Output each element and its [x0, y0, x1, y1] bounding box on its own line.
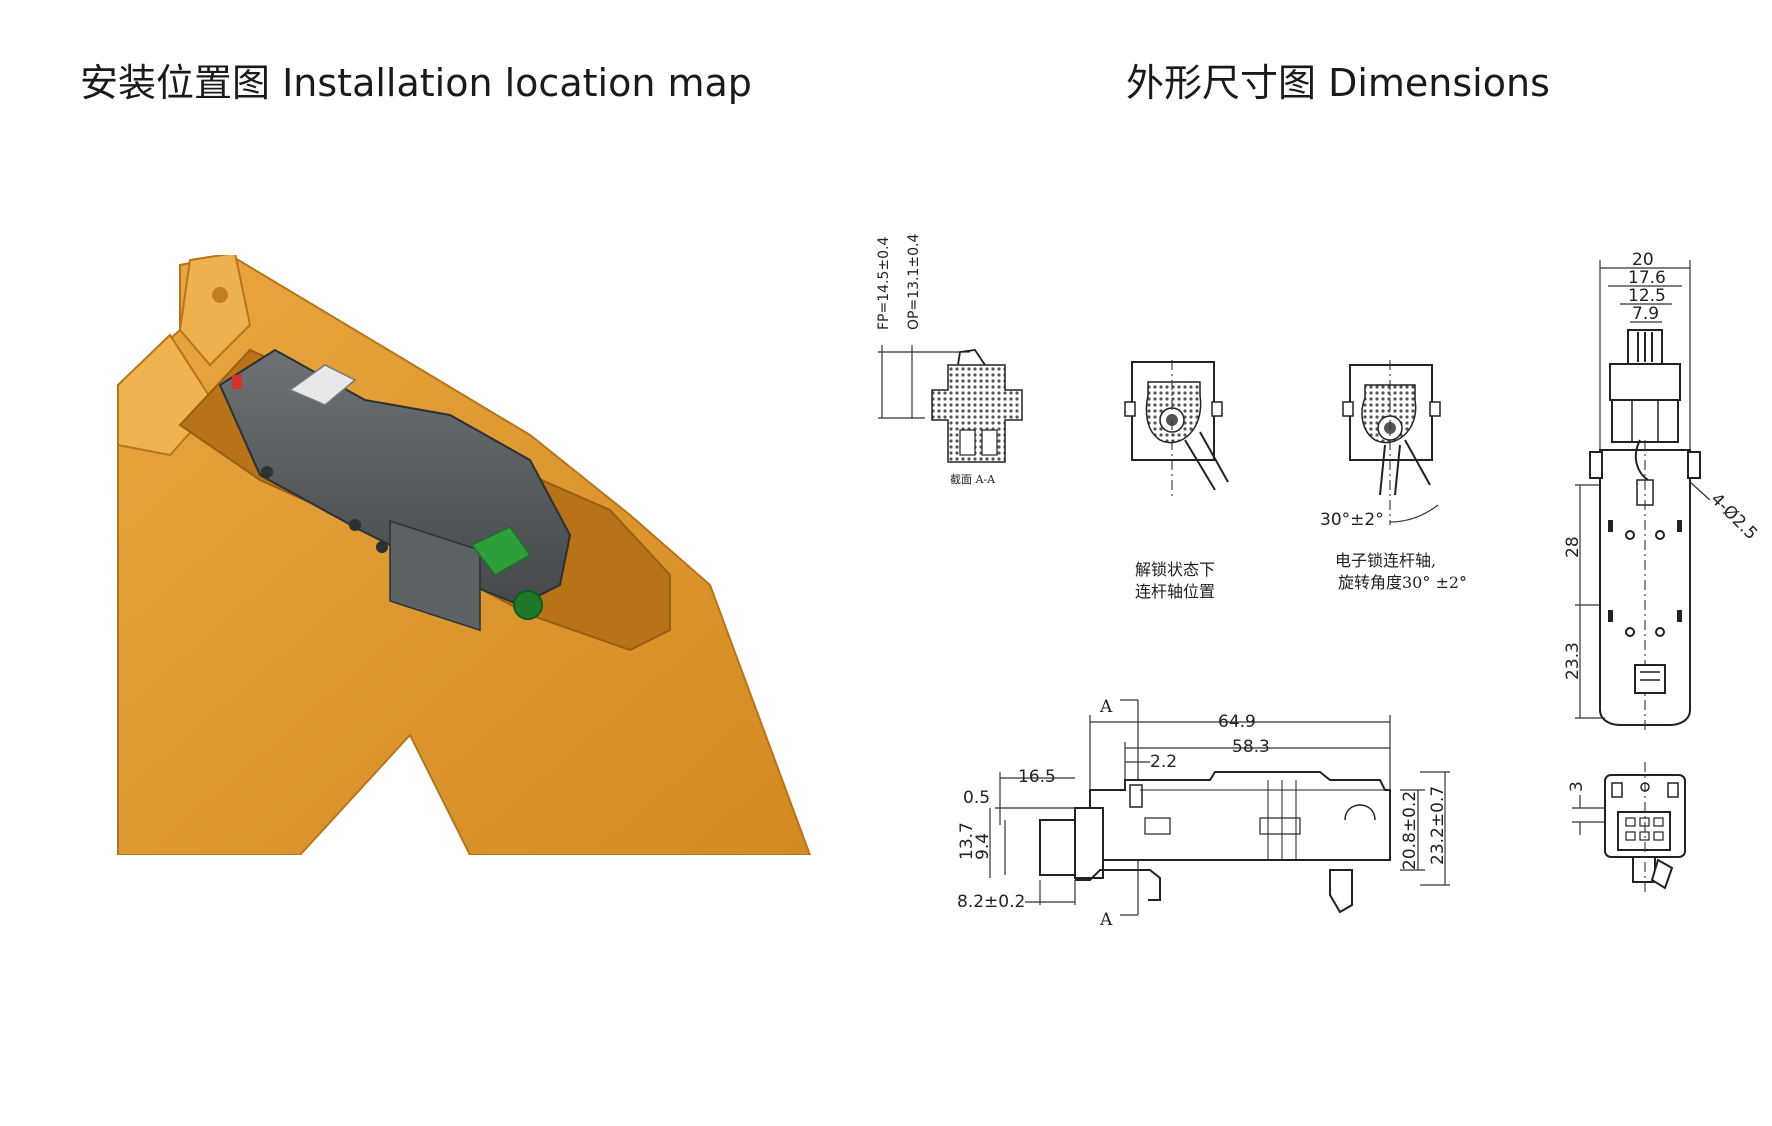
mounting-hole	[212, 287, 228, 303]
screw	[376, 541, 388, 553]
screw	[261, 466, 273, 478]
installation-title: 安装位置图 Installation location map	[80, 61, 752, 105]
rotated-caption-2: 旋转角度30° ±2°	[1338, 573, 1467, 592]
red-indicator	[232, 375, 242, 389]
dim-total-height: 23.2±0.7	[1428, 786, 1448, 865]
rotated-caption-1: 电子锁连杆轴,	[1335, 551, 1436, 570]
end-view: 3	[1567, 762, 1686, 895]
unlock-caption-1: 解锁状态下	[1135, 560, 1215, 579]
lock-module-top	[389, 519, 481, 632]
dim-plug-length: 16.5	[1018, 767, 1056, 787]
dim-width-outer: 20	[1632, 250, 1654, 270]
dim-holes: 4-Ø2.5	[1706, 489, 1761, 544]
section-mark-bottom: A	[1099, 910, 1113, 930]
section-caption: 截面 A-A	[950, 472, 996, 486]
angle-label: 30°±2°	[1320, 510, 1384, 530]
dim-hole-spacing: 28	[1563, 536, 1583, 558]
dim-width-4: 7.9	[1632, 304, 1659, 324]
dim-overall-length: 64.9	[1218, 712, 1256, 732]
unlock-view: 解锁状态下 连杆轴位置	[1124, 360, 1229, 601]
dim-offset: 2.2	[1150, 752, 1177, 772]
dim-gap: 0.5	[963, 788, 990, 808]
top-view: 20 17.6 12.5 7.9	[1563, 250, 1761, 730]
dim-height-inner: 9.4	[973, 833, 993, 860]
latch	[288, 364, 357, 406]
rotated-view: 30°±2° 电子锁连杆轴, 旋转角度30° ±2°	[1320, 360, 1467, 592]
dim-body-height: 20.8±0.2	[1400, 791, 1420, 870]
dim-height-outer: 13.7	[957, 822, 977, 860]
dim-width-2: 17.6	[1628, 268, 1666, 288]
housing-rear-wall	[178, 255, 252, 367]
connector-port	[513, 590, 543, 620]
dim-body-length: 58.3	[1232, 737, 1270, 757]
op-label: OP=13.1±0.4	[906, 234, 922, 330]
dimensions-title: 外形尺寸图 Dimensions	[1126, 61, 1550, 105]
screw	[349, 519, 361, 531]
dim-plug-depth: 8.2±0.2	[957, 892, 1025, 912]
dim-width-3: 12.5	[1628, 286, 1666, 306]
dim-hole-offset: 23.3	[1563, 642, 1583, 680]
green-connector	[470, 526, 532, 576]
section-view: FP=14.5±0.4 OP=13.1±0.4 截面 A-A	[876, 234, 1023, 486]
installation-illustration	[117, 255, 812, 855]
unlock-caption-2: 连杆轴位置	[1135, 582, 1215, 601]
fp-label: FP=14.5±0.4	[876, 237, 892, 330]
dim-end-offset: 3	[1567, 781, 1587, 792]
section-mark-top: A	[1099, 697, 1113, 717]
side-view: A A 64.9 58.3 2.2 16.5 0.5	[957, 697, 1450, 930]
